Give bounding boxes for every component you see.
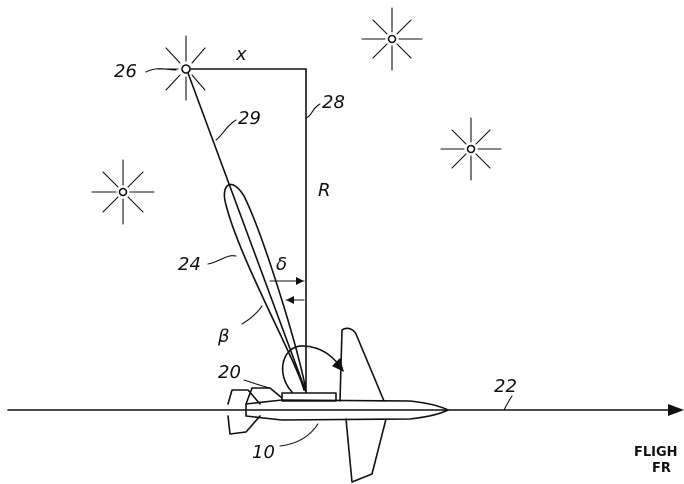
label-beam: 24: [178, 254, 201, 275]
label-sight-line: 29: [238, 108, 261, 129]
flight-path-arrowhead: [668, 404, 684, 416]
aircraft: [227, 327, 449, 483]
angle-delta-indicator: [269, 277, 305, 304]
star-right: [440, 117, 502, 181]
label-reference-line: 28: [322, 92, 345, 113]
beam-leader: [207, 255, 237, 265]
label-star-main: 26: [114, 61, 137, 82]
label-aircraft: 10: [252, 442, 275, 463]
star-left: [91, 159, 155, 225]
label-offset-x: x: [235, 44, 247, 65]
sight-line: [187, 72, 307, 393]
label-angle-delta: δ: [276, 254, 287, 275]
star-main-leader: [145, 68, 177, 73]
canopy: [245, 387, 283, 405]
rotation-arc: [281, 345, 341, 393]
caption-line1: FLIGH: [634, 445, 678, 460]
caption-line2: FR: [652, 461, 671, 476]
beam-lobe: [223, 183, 307, 391]
star-upper-right: [361, 7, 423, 71]
reference-line-leader: [305, 103, 321, 119]
rotation-arrowhead: [332, 358, 344, 372]
label-angle-beta: β: [217, 326, 230, 347]
star-main: [157, 35, 215, 101]
aircraft-leader: [279, 423, 319, 447]
angle-beta-leader: [241, 305, 263, 325]
sensor-leader: [243, 379, 271, 389]
label-range: R: [318, 180, 331, 201]
flight-path-leader: [503, 395, 513, 411]
flight-path: [7, 395, 684, 416]
label-flight-path: 22: [494, 376, 517, 397]
label-sensor: 20: [218, 362, 241, 383]
sight-line-leader: [215, 119, 237, 141]
